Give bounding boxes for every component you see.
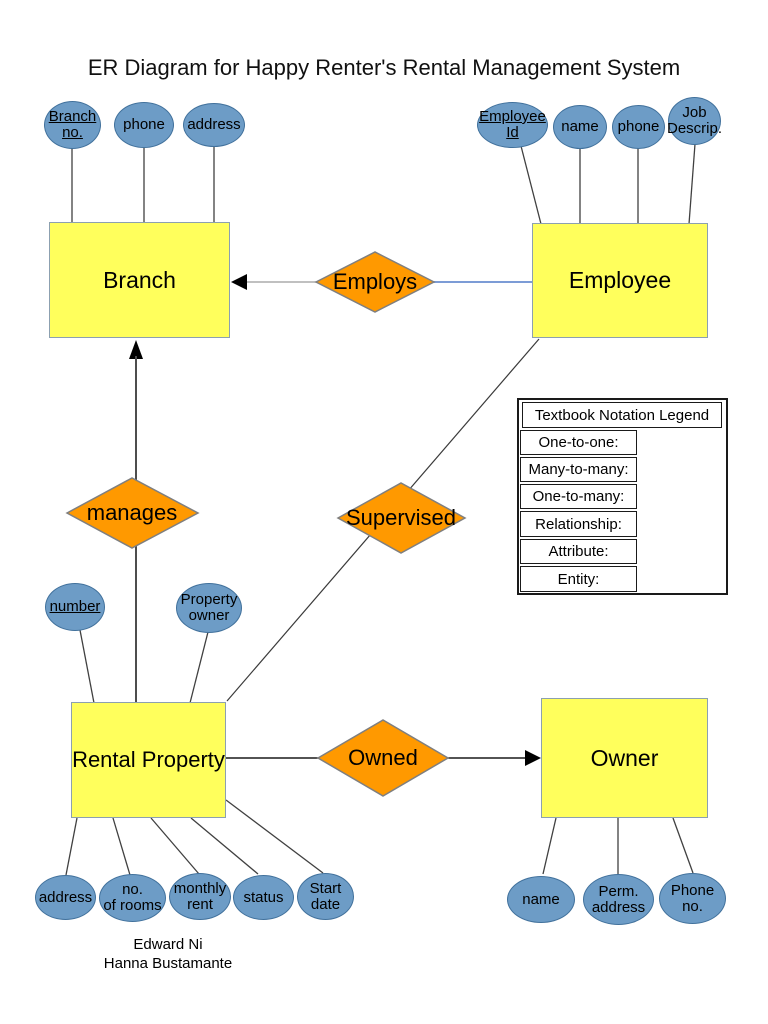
attribute-employee-id: Employee Id — [477, 102, 548, 148]
one-to-many-arrowhead-manages — [129, 340, 143, 359]
entity-employee: Employee — [532, 223, 708, 338]
connector-rental-rent — [150, 817, 200, 875]
author-credit-line: Hanna Bustamante — [103, 955, 233, 972]
legend-label-one-to-many: One-to-many: — [520, 484, 637, 509]
one-to-many-arrowhead-branch — [231, 274, 247, 290]
entity-employee-label: Employee — [568, 267, 672, 293]
attribute-rental-property-owner: Property owner — [176, 583, 242, 633]
attribute-employee-phone: phone — [612, 105, 665, 149]
attribute-rental-monthly-rent: monthly rent — [169, 873, 231, 920]
legend-label-relationship: Relationship: — [520, 511, 637, 537]
author-credits: Edward Ni Hanna Bustamante — [90, 935, 246, 973]
entity-owner-label: Owner — [590, 744, 659, 771]
relationship-employs-label: Employs — [332, 269, 418, 294]
legend-label-many-to-many: Many-to-many: — [520, 457, 637, 482]
connector-rental-address — [65, 817, 78, 876]
connector-rental-number — [79, 629, 95, 704]
attribute-employee-job-descrip: Job Descrip. — [667, 97, 722, 145]
one-to-many-arrowhead-owner — [525, 750, 541, 766]
attribute-rental-no-of-rooms: no. of rooms — [99, 874, 166, 922]
attribute-rental-address: address — [35, 875, 96, 920]
relationship-manages-label: manages — [86, 500, 178, 525]
connector-owner-name — [542, 817, 557, 875]
owned-diamond — [316, 719, 450, 797]
connector-rental-property-owner — [189, 631, 209, 704]
attribute-rental-start-date: Start date — [297, 873, 354, 920]
legend-label-entity: Entity: — [520, 566, 637, 592]
employs-diamond — [314, 251, 436, 313]
legend-label-one-to-one: One-to-one: — [520, 430, 637, 455]
manages-diamond — [65, 477, 200, 549]
connector-rental-rooms — [112, 817, 131, 876]
attribute-owner-name: name — [507, 876, 575, 923]
attribute-owner-perm-address: Perm. address — [583, 874, 654, 925]
attribute-branch-no: Branch no. — [44, 101, 101, 149]
connector-rental-status — [190, 817, 259, 875]
attribute-owner-phone-no: Phone no. — [659, 873, 726, 924]
attribute-branch-address: address — [183, 103, 245, 147]
entity-branch-label: Branch — [103, 266, 176, 293]
relationship-supervised-label: Supervised — [345, 505, 457, 530]
entity-rental-property: Rental Property — [71, 702, 226, 818]
relationship-owned-label: Owned — [348, 745, 418, 770]
author-credit-line: Edward Ni — [133, 936, 203, 953]
page-title: ER Diagram for Happy Renter's Rental Man… — [87, 55, 681, 80]
attribute-rental-number: number — [45, 583, 105, 631]
entity-rental-property-label: Rental Property — [72, 747, 225, 772]
legend-label-attribute: Attribute: — [520, 539, 637, 564]
entity-owner: Owner — [541, 698, 708, 818]
connector-employee-job — [688, 143, 696, 225]
connector-rental-start-date — [225, 799, 324, 874]
attribute-rental-status: status — [233, 875, 294, 920]
connector-owner-phone-no — [672, 817, 694, 874]
attribute-employee-name: name — [553, 105, 607, 149]
legend-title: Textbook Notation Legend — [522, 402, 722, 428]
attribute-branch-phone: phone — [114, 102, 174, 148]
entity-branch: Branch — [49, 222, 230, 338]
supervised-diamond — [336, 482, 467, 554]
connector-employee-id — [520, 145, 542, 225]
